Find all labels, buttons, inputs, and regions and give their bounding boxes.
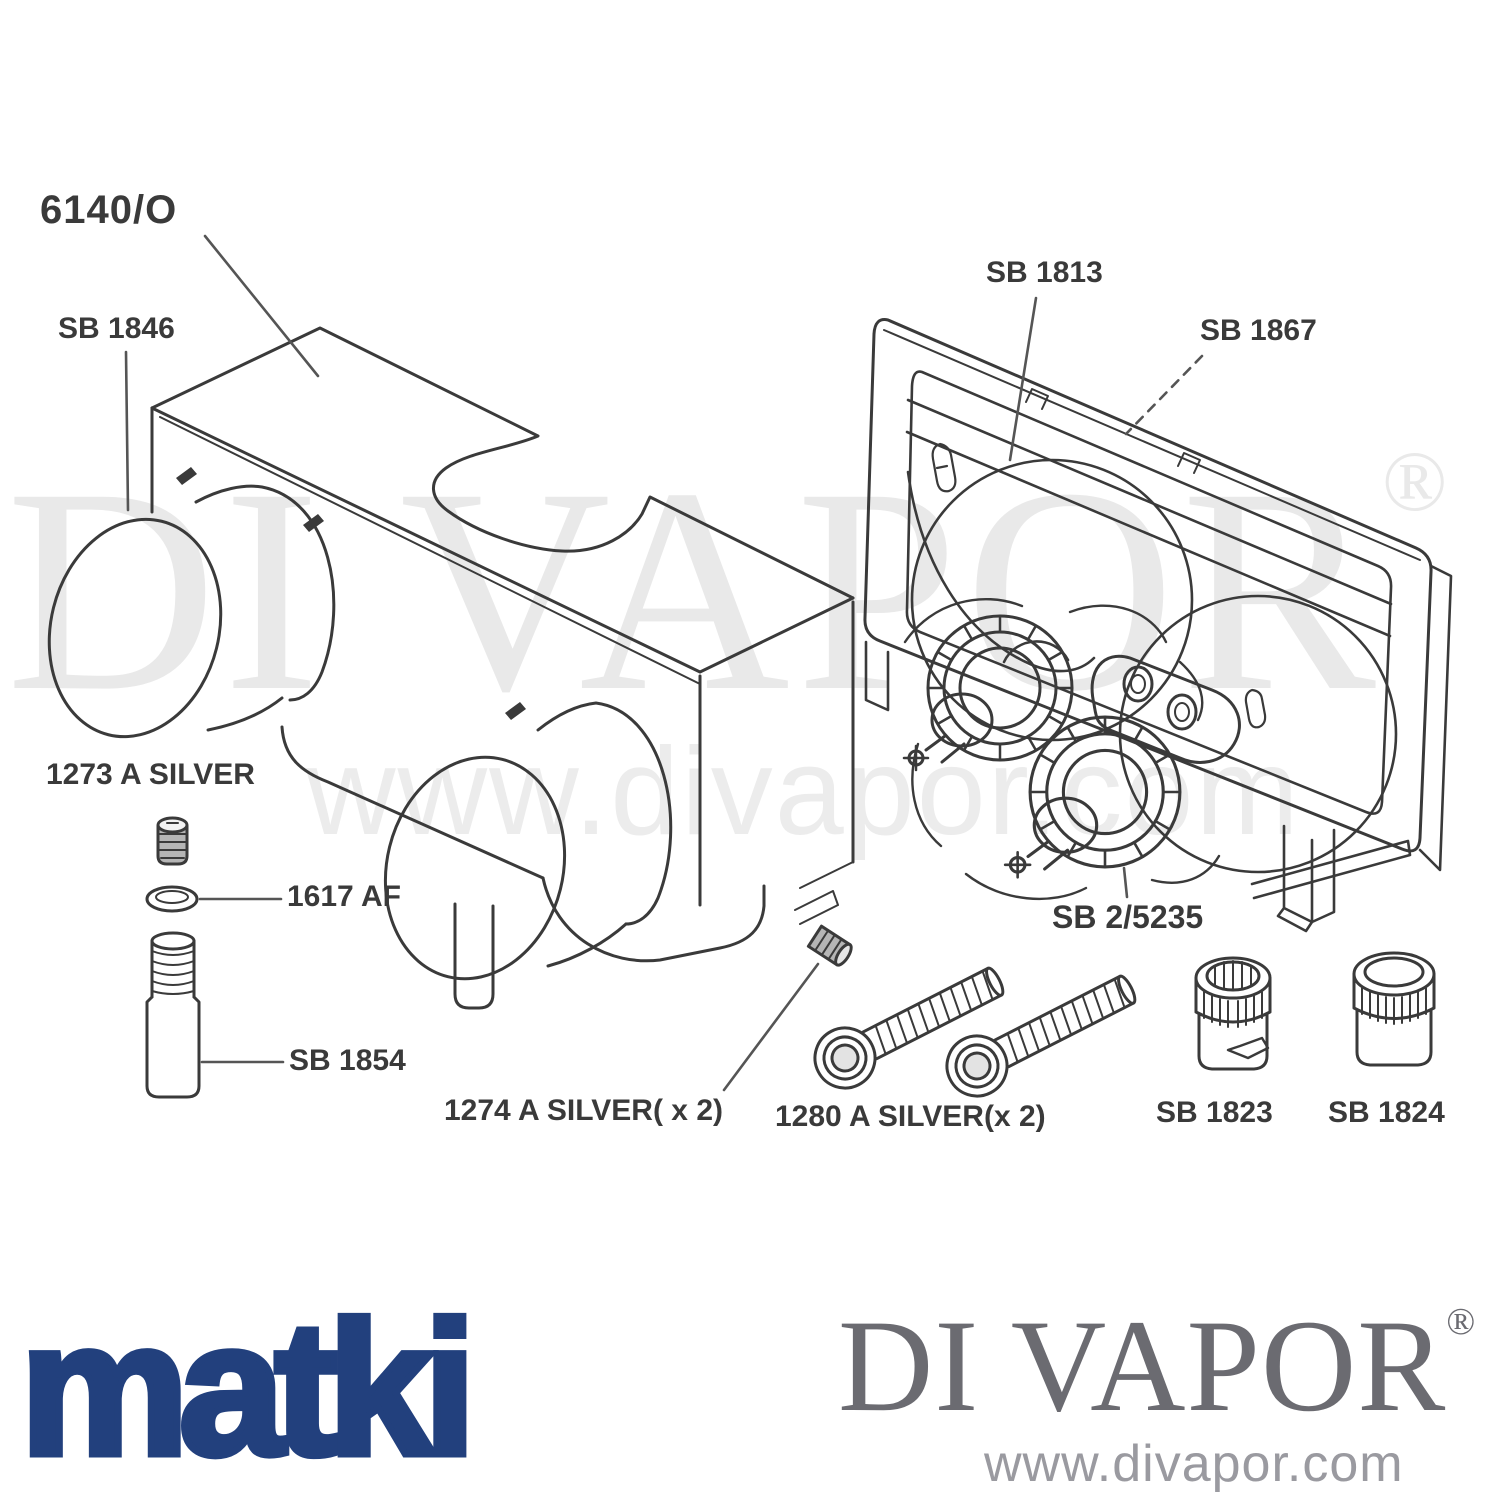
part-label-sb1824: SB 1824	[1328, 1096, 1445, 1129]
bushing-sb1823-drawing	[1194, 956, 1272, 1071]
part-label-1617-af: 1617 AF	[287, 880, 401, 913]
divapor-watermark-text: DI VAPOR	[6, 429, 1382, 752]
grub-screw-1274-drawing	[806, 924, 853, 967]
bushing-sb1824-drawing	[1352, 951, 1436, 1067]
divapor-watermark: DI VAPOR®	[6, 438, 1447, 737]
divapor-logo-text: DI VAPOR	[838, 1292, 1447, 1439]
leader-sb2-5235	[1122, 866, 1129, 899]
part-label-model: 6140/O	[40, 188, 178, 232]
valve-body-drawing	[47, 326, 855, 1010]
leader-lines	[124, 234, 1204, 1092]
leader-6140-o	[203, 234, 320, 378]
part-label-1274-a-silver: 1274 A SILVER( x 2)	[444, 1094, 723, 1127]
sleeve-1854-drawing	[145, 931, 201, 1099]
divapor-registered-mark: ®	[1446, 1301, 1476, 1343]
matki-logo: matki	[16, 1283, 479, 1495]
divapor-website-url: www.divapor.com	[984, 1435, 1404, 1493]
divapor-logo: DI VAPOR®	[838, 1300, 1475, 1432]
registered-mark-watermark: ®	[1381, 433, 1448, 529]
grub-screw-1273-drawing	[156, 816, 189, 866]
part-label-sb1823: SB 1823	[1156, 1096, 1273, 1129]
cartridges-sb2-5235-drawing	[902, 598, 1241, 901]
part-label-sb1846: SB 1846	[58, 312, 175, 345]
oring-1617-drawing	[145, 885, 199, 913]
part-label-1280-a-silver: 1280 A SILVER(x 2)	[775, 1100, 1046, 1133]
part-label-1273-a-silver: 1273 A SILVER	[46, 758, 255, 791]
leader-sb1813	[1008, 296, 1038, 462]
part-label-sb1854: SB 1854	[289, 1044, 406, 1077]
leader-sb1846	[124, 350, 130, 512]
part-label-sb1813: SB 1813	[986, 256, 1103, 289]
leader-sb1867	[1124, 354, 1204, 436]
leader-1274	[722, 962, 820, 1092]
mounting-frame-drawing	[863, 318, 1453, 933]
screws-1280-drawing	[803, 951, 1147, 1108]
part-label-sb2-5235: SB 2/5235	[1052, 899, 1204, 935]
part-label-sb1867: SB 1867	[1200, 314, 1317, 347]
